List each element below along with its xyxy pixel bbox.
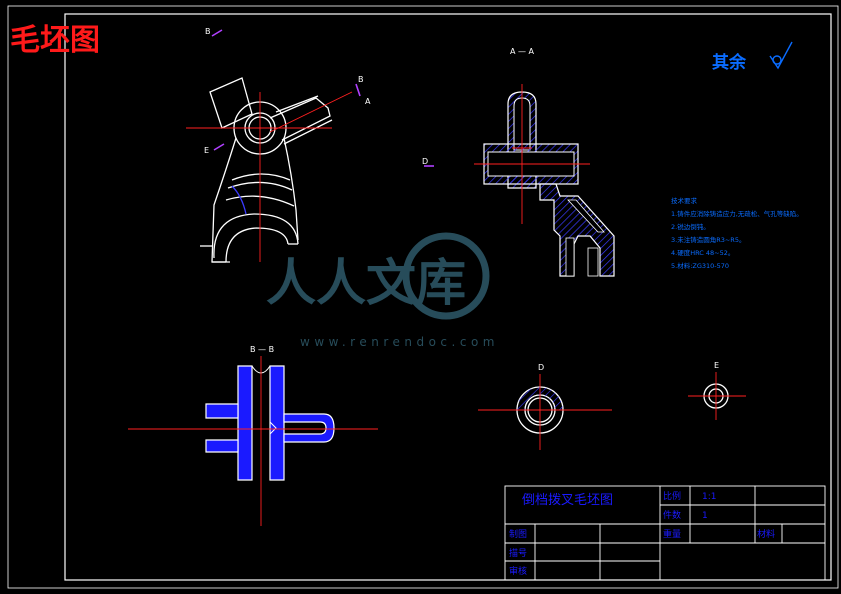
- notes-line-2: 2.锐边倒钝。: [671, 222, 710, 231]
- section-bb-label: B — B: [250, 345, 274, 354]
- watermark-url: www.renrendoc.com: [300, 335, 499, 349]
- section-marker-b-top-icon: [211, 29, 223, 37]
- material-label: 材料: [757, 528, 775, 540]
- section-marker-a-right-icon: [355, 83, 361, 97]
- main-view-part: [200, 77, 333, 263]
- technical-notes: 技术要求 1.铸件应消除铸造应力,无疏松、气孔等缺陷。 2.锐边倒钝。 3.未注…: [671, 196, 803, 270]
- section-marker-e-left-icon: [213, 143, 225, 151]
- section-aa-view: [483, 91, 615, 277]
- qty-value: 1: [702, 511, 708, 521]
- sheet-title: 毛坯图: [10, 23, 100, 58]
- inner-frame: [64, 13, 832, 581]
- outer-frame: [7, 5, 839, 589]
- design-label: 描号: [509, 547, 527, 559]
- qty-label: 件数: [663, 509, 681, 521]
- marker-d-mid: D: [422, 157, 428, 166]
- scale-label: 比例: [663, 490, 681, 502]
- notes-heading: 技术要求: [671, 196, 698, 205]
- section-bb-centerlines: [128, 356, 378, 526]
- watermark-text: 人人文库: [266, 253, 466, 312]
- weight-label: 重量: [663, 528, 681, 540]
- section-aa-label: A — A: [510, 47, 535, 56]
- marker-a-right: A: [365, 97, 371, 106]
- view-e-label: E: [714, 361, 719, 370]
- view-d-centerlines: [478, 374, 612, 450]
- notes-line-5: 5.材料:ZG310-570: [671, 261, 729, 270]
- watermark-logo-icon: [402, 232, 490, 320]
- scale-value: 1:1: [702, 492, 716, 502]
- part-name: 倒档拨叉毛坯图: [522, 493, 613, 508]
- roughness-symbol-icon: [769, 41, 793, 70]
- marker-b-right: B: [358, 75, 364, 84]
- surface-note: 其余: [712, 52, 747, 73]
- view-e-centerlines: [688, 372, 746, 420]
- notes-line-3: 3.未注铸造圆角R3~R5。: [671, 235, 745, 244]
- drawn-label: 制图: [509, 528, 527, 540]
- view-d-label: D: [538, 363, 544, 372]
- marker-e-left: E: [204, 146, 209, 155]
- notes-line-4: 4.硬度HRC 48~52。: [671, 248, 734, 257]
- section-bb-view: [205, 365, 335, 481]
- section-aa-centerlines: [474, 84, 590, 224]
- notes-line-1: 1.铸件应消除铸造应力,无疏松、气孔等缺陷。: [671, 209, 803, 218]
- main-view-centerlines: [186, 91, 353, 262]
- marker-b-top: B: [205, 27, 211, 36]
- check-label: 审核: [509, 565, 527, 577]
- watermark: 人人文库 www.renrendoc.com: [266, 232, 499, 349]
- title-block: [504, 485, 826, 581]
